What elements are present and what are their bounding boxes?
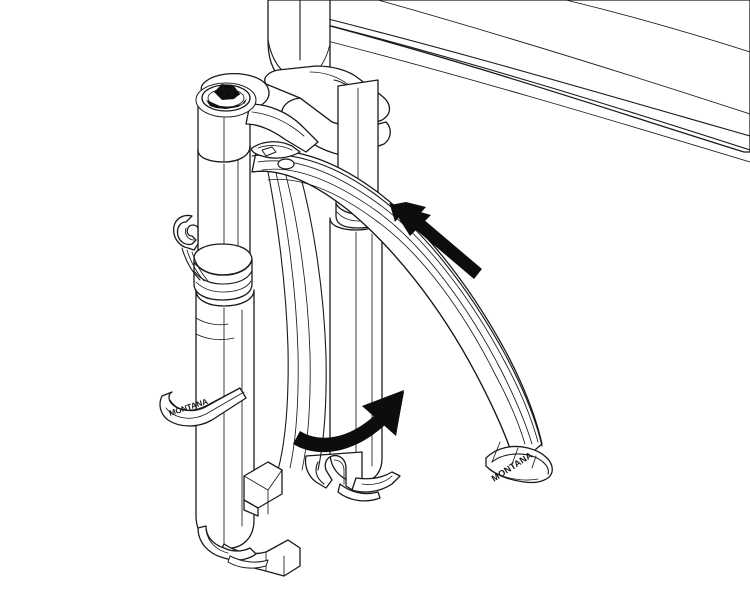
brake-hose-guide [172, 214, 209, 282]
fork-crown [195, 65, 391, 167]
left-stanchion [193, 145, 253, 301]
compression-adjuster-knob[interactable] [195, 82, 257, 118]
left-dropout [243, 461, 283, 517]
front-fender: MONTANA [250, 141, 553, 484]
frame-down-tube [283, 0, 750, 163]
rotate-direction-arrow [293, 390, 404, 453]
fender-mount-hole [277, 158, 295, 170]
push-direction-arrow [389, 202, 482, 279]
left-dropout-lower [197, 525, 301, 577]
fender-inner-arch [265, 161, 327, 471]
